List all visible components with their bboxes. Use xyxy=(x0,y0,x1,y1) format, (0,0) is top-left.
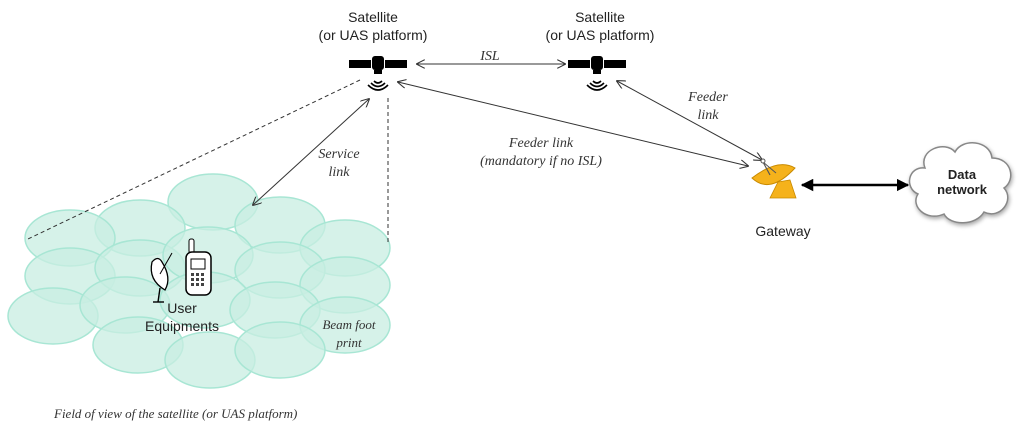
feeder-link-left-label: Feeder link xyxy=(508,136,574,151)
feeder-link-right-sublabel: link xyxy=(698,108,720,123)
data-network-cloud-icon xyxy=(908,142,1012,224)
satellite-left-label: Satellite xyxy=(348,9,398,25)
satellite-right-sublabel: (or UAS platform) xyxy=(546,27,655,43)
feeder-link-right-label: Feeder xyxy=(687,90,728,105)
satellite-right-icon xyxy=(568,56,626,74)
signal-waves-right-icon xyxy=(586,80,608,91)
service-link-sublabel: link xyxy=(329,165,351,180)
user-dish-icon xyxy=(150,252,173,303)
beam-footprint-sublabel: print xyxy=(335,335,362,350)
gateway-dish-icon xyxy=(751,158,797,199)
beam-footprints xyxy=(7,173,391,389)
fov-boundary-left xyxy=(27,79,361,240)
service-link-label: Service xyxy=(318,147,359,162)
feeder-link-left-sublabel: (mandatory if no ISL) xyxy=(480,154,602,169)
mobile-phone-icon xyxy=(185,238,212,296)
gateway-label: Gateway xyxy=(755,223,810,239)
user-equipments-label: User xyxy=(167,300,197,316)
service-link-arrow xyxy=(253,99,369,205)
satellite-right-label: Satellite xyxy=(575,9,625,25)
satellite-left-sublabel: (or UAS platform) xyxy=(319,27,428,43)
beam-footprint-label: Beam foot xyxy=(322,317,375,332)
figure-caption: Field of view of the satellite (or UAS p… xyxy=(53,406,297,421)
beam-footprint xyxy=(234,321,326,379)
user-equipments-sublabel: Equipments xyxy=(145,318,219,334)
data-network-sublabel: network xyxy=(937,182,988,197)
feeder-link-right-arrow xyxy=(617,81,762,160)
signal-waves-left-icon xyxy=(367,80,389,91)
isl-label: ISL xyxy=(479,49,500,64)
satellite-left-icon xyxy=(349,56,407,74)
data-network-label: Data xyxy=(948,167,977,182)
